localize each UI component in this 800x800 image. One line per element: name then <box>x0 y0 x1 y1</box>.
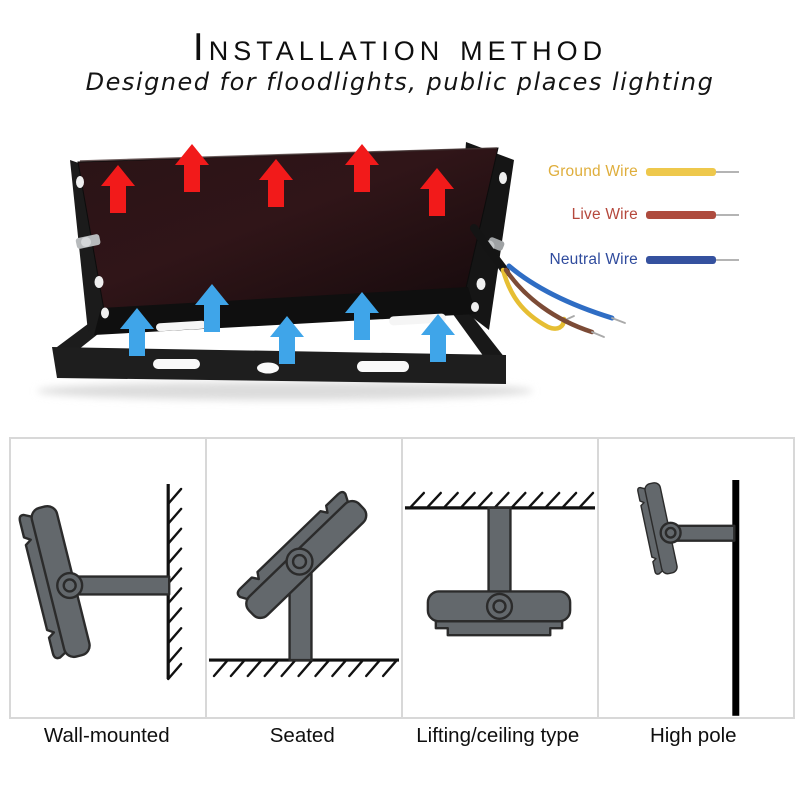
page-title: Installation method <box>192 26 608 69</box>
live-wire <box>503 267 595 335</box>
live-wire-swatch <box>646 211 739 219</box>
panel-ceiling <box>403 439 597 717</box>
floodlight-photo <box>37 142 626 400</box>
caption-ceiling: Lifting/ceiling type <box>416 724 580 747</box>
mounting-holes <box>76 172 507 319</box>
frame-hole <box>257 362 279 374</box>
shadow <box>37 382 533 400</box>
legend-row-neutral: Neutral Wire <box>540 250 750 270</box>
wall-hatching <box>166 487 183 681</box>
pole <box>732 480 740 716</box>
wire-legend: Ground Wire Live Wire Neutral Wire <box>540 162 750 282</box>
caption-wall-mounted: Wall-mounted <box>43 724 170 747</box>
floodlight-fins <box>434 620 564 637</box>
ceiling-diagram <box>404 491 596 637</box>
neutral-wire <box>506 263 615 321</box>
legend-row-live: Live Wire <box>540 205 750 225</box>
panel-seated <box>207 439 401 717</box>
neutral-wire-label: Neutral Wire <box>549 251 638 268</box>
method-captions: Wall-mounted Seated Lifting/ceiling type… <box>9 724 791 748</box>
neutral-wire-swatch <box>646 256 739 264</box>
power-wires <box>470 224 626 338</box>
page-subtitle: Designed for floodlights, public places … <box>85 68 715 96</box>
panel-high-pole <box>599 439 793 717</box>
high-pole-diagram <box>636 480 740 716</box>
hanging-post <box>487 506 512 605</box>
wall-mounted-diagram <box>16 483 183 681</box>
ground-hatching <box>212 659 398 678</box>
frame-slot <box>153 359 200 369</box>
caption-seated: Seated <box>269 724 335 747</box>
caption-high-pole: High pole <box>649 724 737 747</box>
installation-panels <box>9 437 795 719</box>
ground-wire-label: Ground Wire <box>547 163 638 180</box>
frame-slot <box>357 361 409 372</box>
legend-row-ground: Ground Wire <box>540 162 750 182</box>
panel-wall-mounted <box>11 439 205 717</box>
mounting-arm <box>67 575 171 596</box>
seated-diagram <box>208 487 400 678</box>
ceiling-hatching <box>409 491 595 509</box>
ground-wire <box>500 267 567 331</box>
live-wire-label: Live Wire <box>571 206 638 223</box>
ground-wire-swatch <box>646 168 739 176</box>
